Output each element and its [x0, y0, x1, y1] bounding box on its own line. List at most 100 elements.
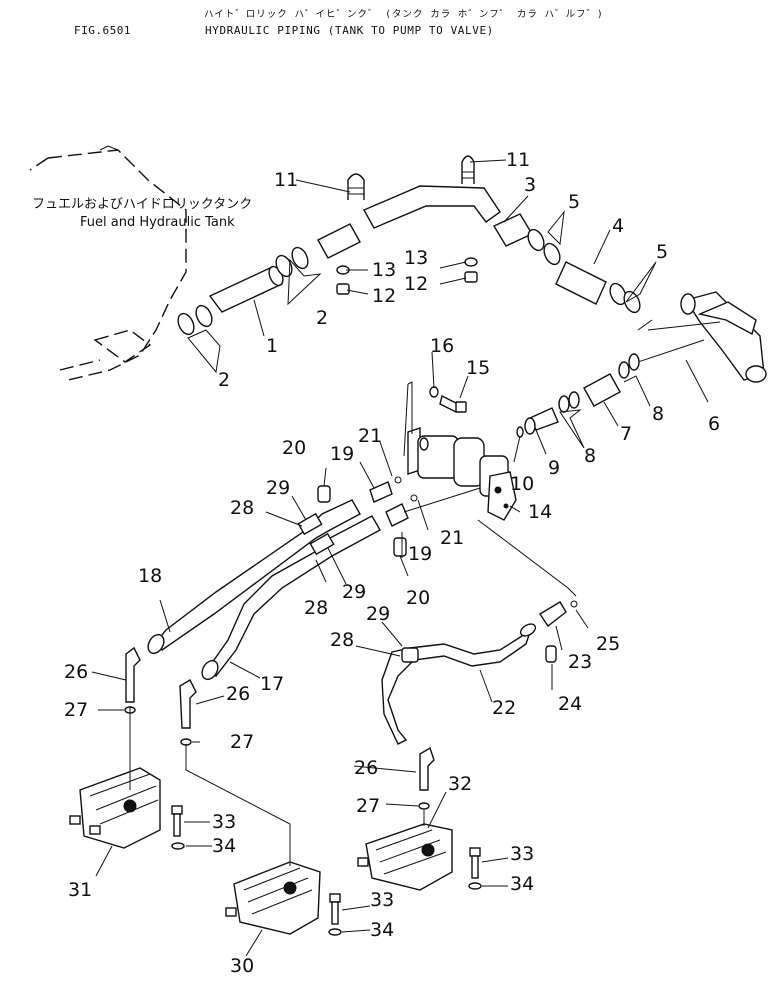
callout-27-middle: 27: [230, 731, 254, 753]
plug-24: [545, 645, 557, 663]
elbow-23: [539, 600, 578, 628]
callout-27-right: 27: [356, 795, 380, 817]
washers-nuts-right: [464, 257, 478, 283]
hose-22: [381, 623, 537, 745]
callout-17: 17: [260, 673, 284, 695]
callout-13-left: 13: [372, 259, 396, 281]
callout-24: 24: [558, 693, 582, 715]
callout-32: 32: [448, 773, 472, 795]
control-valve-31: [69, 706, 161, 849]
control-valve-32: [357, 810, 453, 891]
callout-2-right: 2: [316, 307, 328, 329]
washers-nuts-left: [336, 265, 350, 295]
elbow-26-right: [419, 746, 435, 791]
callout-2-left: 2: [218, 369, 230, 391]
washer-34-a: [171, 842, 185, 850]
callout-33-a: 33: [212, 811, 236, 833]
o-ring-27-right: [418, 802, 430, 810]
callout-19-upper: 19: [330, 443, 354, 465]
callout-26-middle: 26: [226, 683, 250, 705]
bolt-15: [439, 394, 467, 414]
washer-34-b: [328, 928, 342, 936]
callout-21-lower: 21: [440, 527, 464, 549]
callout-23: 23: [568, 651, 592, 673]
callout-28-lower: 28: [330, 629, 354, 651]
callout-5-lower: 5: [656, 241, 668, 263]
callout-27-left: 27: [64, 699, 88, 721]
callout-20-lower: 20: [406, 587, 430, 609]
fitting-19-upper: [369, 476, 402, 503]
tank-label-jp: フュエルおよびハイドロリックタンク: [32, 197, 252, 212]
clamps-8-lower: [558, 391, 580, 413]
callout-21-upper: 21: [358, 425, 382, 447]
clamps-2-right: [275, 246, 309, 278]
steel-pipe-3: [363, 185, 534, 247]
o-ring-10: [516, 426, 524, 438]
callout-8-left: 8: [584, 445, 596, 467]
clamps-5-lower: [609, 282, 641, 314]
callout-numbers: 11 11 3 5 4 5 13 12 13 12 2 1 2 6 16 15 …: [64, 149, 720, 977]
callout-12-right: 12: [404, 273, 428, 295]
leader-lines: [91, 159, 709, 957]
hose-17: [201, 515, 381, 681]
elbow-26-middle: [179, 679, 197, 729]
tank-outline: [29, 145, 187, 381]
figure-number: FIG.6501: [74, 24, 131, 37]
control-valve-30: [185, 744, 321, 935]
callout-34-c: 34: [510, 873, 534, 895]
callout-29-upper: 29: [266, 477, 290, 499]
callout-30: 30: [230, 955, 254, 977]
elbow-9: [524, 407, 559, 435]
callout-13-right: 13: [404, 247, 428, 269]
fitting-19-lower: [385, 494, 418, 527]
callout-7: 7: [620, 423, 632, 445]
plug-20-upper: [317, 485, 331, 503]
callout-28-upper: 28: [230, 497, 254, 519]
suction-hose-short: [317, 223, 361, 259]
clamps-8-upper: [618, 353, 640, 379]
callout-10: 10: [510, 473, 534, 495]
callout-34-b: 34: [370, 919, 394, 941]
callout-18: 18: [138, 565, 162, 587]
clamps-5-upper: [527, 228, 561, 266]
u-bolt-11-right: [461, 155, 475, 184]
callout-12-left: 12: [372, 285, 396, 307]
callout-11-right: 11: [506, 149, 530, 171]
callout-26-left: 26: [64, 661, 88, 683]
callout-25: 25: [596, 633, 620, 655]
hose-4: [555, 261, 607, 305]
callout-26-right: 26: [354, 757, 378, 779]
callout-19-lower: 19: [408, 543, 432, 565]
clamps-2-left: [177, 304, 213, 336]
u-bolt-11-left: [347, 173, 365, 200]
callout-3: 3: [524, 174, 536, 196]
washer-34-c: [468, 882, 482, 890]
callout-28-middle: 28: [304, 597, 328, 619]
title-english: HYDRAULIC PIPING (TANK TO PUMP TO VALVE): [205, 24, 494, 37]
callout-15: 15: [466, 357, 490, 379]
callout-22: 22: [492, 697, 516, 719]
pump-14: [403, 381, 517, 521]
bolt-33-b: [329, 893, 341, 925]
callout-33-b: 33: [370, 889, 394, 911]
elbow-26-left: [125, 646, 141, 703]
callout-11-left: 11: [274, 169, 298, 191]
hose-7: [583, 373, 621, 407]
callout-5-upper: 5: [568, 191, 580, 213]
bolt-33-c: [469, 847, 481, 879]
hose-18: [147, 499, 361, 655]
bolt-33-a: [171, 805, 183, 837]
callout-9: 9: [548, 457, 560, 479]
callout-6: 6: [708, 413, 720, 435]
title-japanese: ハイト゛ロリック ハ゜イヒ゜ンク゛ (タンク カラ ホ゜ンフ゜ カラ ハ゛ルフ゛…: [204, 9, 604, 20]
washer-16: [429, 386, 439, 398]
callout-31: 31: [68, 879, 92, 901]
callout-8-right: 8: [652, 403, 664, 425]
tank-label-en: Fuel and Hydraulic Tank: [80, 215, 235, 230]
plug-20-lower: [393, 537, 407, 557]
callout-33-c: 33: [510, 843, 534, 865]
callout-29-middle: 29: [342, 581, 366, 603]
suction-pipe-6: [631, 291, 767, 383]
